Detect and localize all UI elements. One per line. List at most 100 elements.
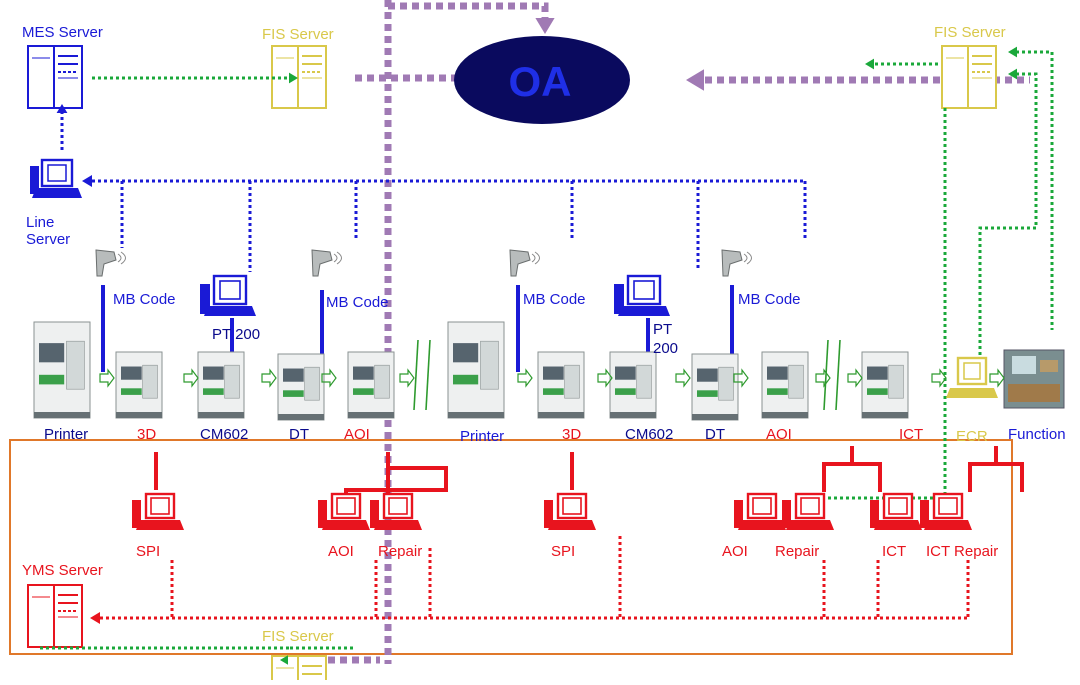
conveyor-arrow-icon	[931, 368, 947, 388]
conveyor-arrow-icon	[399, 368, 415, 388]
aoi-machine-icon	[761, 351, 809, 419]
station-label-3d: 3D	[137, 426, 157, 443]
red-link-aoi-repair-2	[822, 446, 854, 492]
station-label-function: Function	[1008, 426, 1066, 443]
terminal-label-repair: Repair	[378, 543, 423, 560]
spi-3d-machine-icon	[537, 351, 585, 419]
aoi-machine-icon	[347, 351, 395, 419]
arrow-left-icon	[280, 655, 288, 665]
station-label-cm602: CM602	[200, 426, 249, 443]
mb-code-label: MB Code	[523, 291, 586, 308]
terminal-label-aoi: AOI	[722, 543, 748, 560]
mes-server-label: MES Server	[22, 24, 103, 41]
arrow-left-icon	[82, 175, 92, 187]
yms-area-frame	[9, 439, 1013, 655]
spi-terminal-icon	[132, 492, 184, 530]
dt-machine-icon	[691, 353, 739, 421]
line-separator	[823, 339, 829, 411]
dt-machine-icon	[277, 353, 325, 421]
station-label-printer: Printer	[44, 426, 89, 443]
line-separator	[835, 339, 841, 411]
mb-code-label: MB Code	[113, 291, 176, 308]
conveyor-arrow-icon	[675, 368, 691, 388]
station-label-printer: Printer	[460, 428, 505, 445]
arrow-right-icon	[289, 72, 298, 84]
line-separator	[413, 339, 419, 411]
station-label-dt: DT	[289, 426, 309, 443]
mes-server-icon	[27, 45, 83, 109]
conveyor-arrow-icon	[321, 368, 337, 388]
red-link-aoi-repair	[344, 452, 448, 500]
aoi-terminal-icon	[734, 492, 786, 530]
station-label-aoi: AOI	[344, 426, 370, 443]
mb-code-label: MB Code	[326, 294, 389, 311]
red-link-ict	[852, 462, 882, 492]
terminal-label-repair: Repair	[775, 543, 820, 560]
yms-server-label: YMS Server	[22, 562, 103, 579]
conveyor-arrow-icon	[517, 368, 533, 388]
fis-server-icon	[941, 45, 997, 109]
pt200-label: PT 200	[212, 326, 261, 343]
green-link-function	[1016, 50, 1054, 330]
barcode-scanner-icon	[721, 249, 752, 277]
arrow-left-icon	[90, 612, 100, 624]
ict-terminal-icon	[870, 492, 922, 530]
conveyor-arrow-icon	[99, 368, 115, 388]
pt200-terminal-icon	[614, 274, 670, 316]
station-label-3d: 3D	[562, 426, 582, 443]
barcode-scanner-icon	[509, 249, 540, 277]
purple-link-top	[388, 2, 549, 20]
spi-terminal-icon	[544, 492, 596, 530]
terminal-label-ict-repair: ICT Repair	[926, 543, 999, 560]
terminal-label-ict: ICT	[882, 543, 907, 560]
spi-3d-machine-icon	[115, 351, 163, 419]
conveyor-arrow-icon	[183, 368, 199, 388]
pt200-label: PT 200	[653, 321, 679, 357]
line-server-icon	[30, 158, 82, 198]
station-label-ecr: ECR	[956, 428, 988, 445]
conveyor-arrow-icon	[989, 368, 1005, 388]
fis-server-icon	[271, 655, 327, 685]
oa-label: OA	[508, 58, 572, 105]
repair-terminal-icon	[782, 492, 834, 530]
ecr-terminal-icon	[946, 356, 998, 398]
fis-server-label-bottom: FIS Server	[262, 628, 334, 645]
barcode-scanner-icon	[311, 249, 342, 277]
arrow-left-icon	[686, 69, 704, 91]
barcode-scanner-icon	[95, 249, 126, 277]
arrow-left-icon	[1008, 46, 1017, 58]
aoi-terminal-icon	[318, 492, 370, 530]
line-separator	[425, 339, 431, 411]
ict-machine-icon	[861, 351, 909, 419]
conveyor-arrow-icon	[733, 368, 749, 388]
conveyor-arrow-icon	[847, 368, 863, 388]
terminal-label-spi: SPI	[136, 543, 161, 560]
arrow-left-icon	[1008, 68, 1017, 80]
red-link-function	[996, 462, 1024, 492]
mounter-machine-icon	[197, 351, 245, 419]
fis-server-label-top-right: FIS Server	[934, 24, 1006, 41]
mounter-machine-icon	[609, 351, 657, 419]
arrow-left-icon	[865, 58, 874, 70]
station-label-aoi: AOI	[766, 426, 792, 443]
function-station-icon	[1003, 349, 1065, 409]
repair-terminal-icon	[370, 492, 422, 530]
terminal-label-aoi: AOI	[328, 543, 354, 560]
oa-ellipse	[454, 36, 630, 124]
conveyor-arrow-icon	[815, 368, 831, 388]
red-link-ict-repair	[968, 446, 998, 492]
ict-repair-terminal-icon	[920, 492, 972, 530]
station-label-dt: DT	[705, 426, 725, 443]
conveyor-arrow-icon	[261, 368, 277, 388]
station-label-cm602: CM602	[625, 426, 674, 443]
conveyor-arrow-icon	[597, 368, 613, 388]
arrow-up-icon	[56, 104, 68, 113]
terminal-label-spi: SPI	[551, 543, 576, 560]
station-label-ict: ICT	[899, 426, 924, 443]
printer-machine-icon	[447, 321, 505, 419]
green-link-ecr	[978, 72, 1038, 356]
line-server-label: Line Server	[26, 214, 71, 248]
pt200-terminal-icon	[200, 274, 256, 316]
